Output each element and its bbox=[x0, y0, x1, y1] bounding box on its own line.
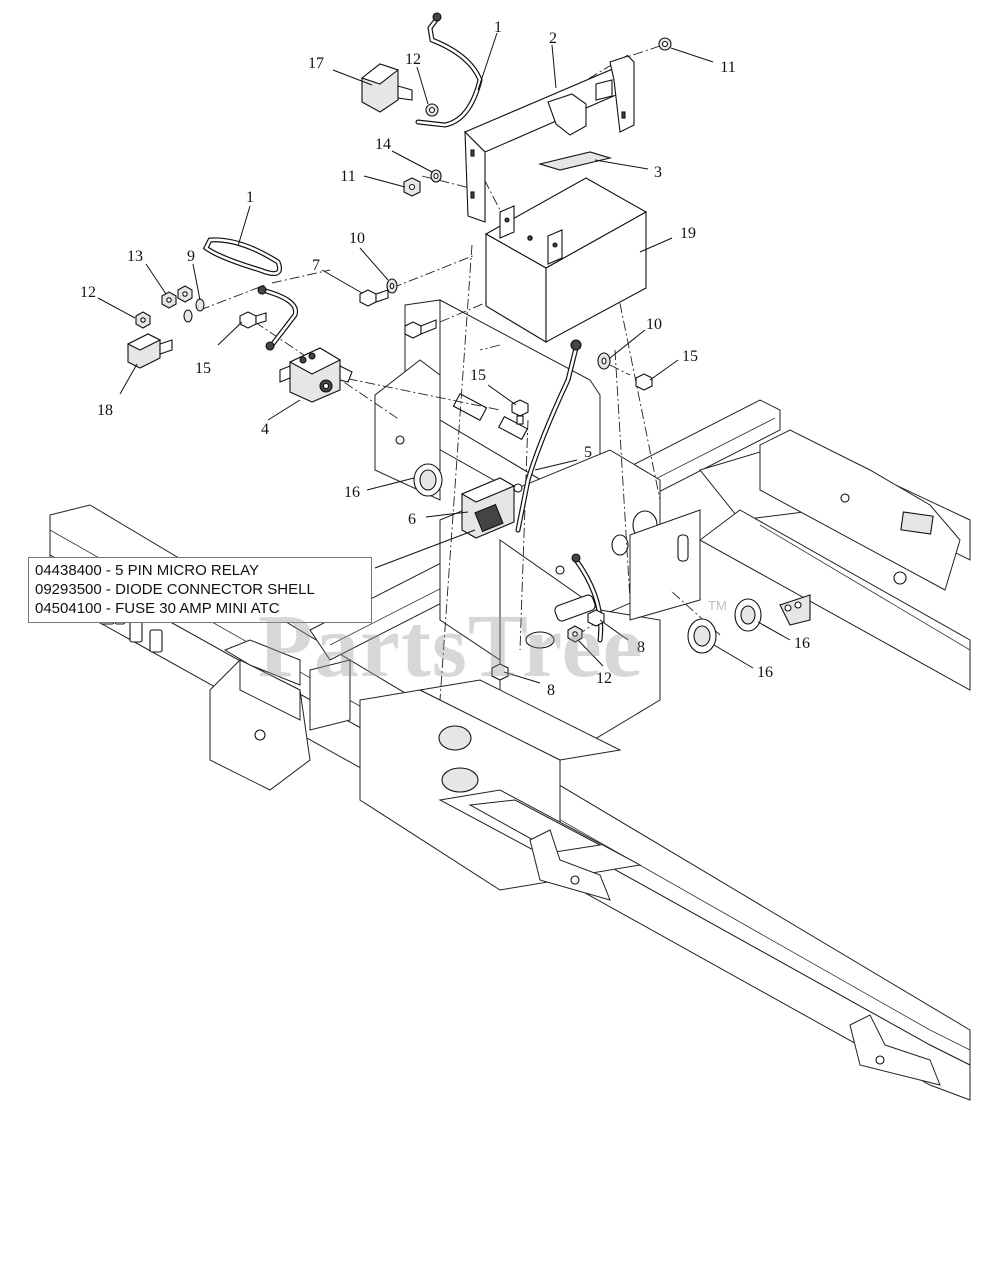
callout-16: 16 bbox=[344, 484, 360, 501]
part-14-lock-washer bbox=[430, 169, 442, 183]
tractor-frame bbox=[49, 299, 971, 1101]
callout-labels: 1 2 11 17 12 14 11 3 19 1 13 9 12 10 7 1… bbox=[80, 19, 810, 699]
part-cable-lower-ground bbox=[571, 553, 604, 643]
callout-10: 10 bbox=[646, 316, 662, 333]
part-11-nuts bbox=[403, 37, 672, 197]
note-fuse: 04504100 - FUSE 30 AMP MINI ATC bbox=[35, 600, 280, 617]
callout-15: 15 bbox=[682, 348, 698, 365]
part-7-bolts bbox=[359, 289, 437, 339]
part-16-grommets bbox=[413, 463, 762, 654]
callout-11: 11 bbox=[720, 59, 735, 76]
callout-13: 13 bbox=[127, 248, 143, 265]
callout-16: 16 bbox=[757, 664, 773, 681]
callout-8: 8 bbox=[637, 639, 645, 656]
callout-15: 15 bbox=[470, 367, 486, 384]
watermark-logo: PartsTree bbox=[258, 597, 644, 696]
callout-17: 17 bbox=[308, 55, 324, 72]
callout-9: 9 bbox=[187, 248, 195, 265]
callout-10: 10 bbox=[349, 230, 365, 247]
callout-8: 8 bbox=[547, 682, 555, 699]
callout-leaders bbox=[97, 32, 791, 684]
part-3-battery-pad bbox=[537, 151, 613, 171]
part-2-hold-down-bracket bbox=[464, 55, 635, 223]
parts-note-box: 04438400 - 5 PIN MICRO RELAY 09293500 - … bbox=[28, 557, 372, 623]
watermark-trademark: TM bbox=[708, 598, 727, 613]
part-6-relay-holder bbox=[460, 477, 523, 539]
callout-5: 5 bbox=[584, 444, 592, 461]
callout-3: 3 bbox=[654, 164, 662, 181]
callout-14: 14 bbox=[375, 136, 391, 153]
part-13-9-12-hardware bbox=[135, 285, 205, 329]
callout-16: 16 bbox=[794, 635, 810, 652]
callout-19: 19 bbox=[680, 225, 696, 242]
callout-4: 4 bbox=[261, 421, 269, 438]
part-10-washers bbox=[386, 278, 611, 370]
callout-7: 7 bbox=[312, 257, 320, 274]
callout-6: 6 bbox=[408, 511, 416, 528]
part-17-terminal-boot bbox=[360, 63, 413, 113]
part-19-battery bbox=[484, 177, 648, 343]
note-micro-relay: 04438400 - 5 PIN MICRO RELAY bbox=[35, 562, 259, 579]
callout-12: 12 bbox=[405, 51, 421, 68]
callout-12: 12 bbox=[596, 670, 612, 687]
part-8-bolts bbox=[491, 609, 605, 681]
note-diode-connector: 09293500 - DIODE CONNECTOR SHELL bbox=[35, 581, 315, 598]
part-12-nut-lower bbox=[525, 625, 583, 649]
callout-2: 2 bbox=[549, 30, 557, 47]
part-18-terminal-cover bbox=[126, 333, 173, 369]
callout-1: 1 bbox=[494, 19, 502, 36]
callout-11: 11 bbox=[340, 168, 355, 185]
callout-1: 1 bbox=[246, 189, 254, 206]
part-5-battery-cable-negative bbox=[515, 339, 582, 533]
callout-15: 15 bbox=[195, 360, 211, 377]
callout-18: 18 bbox=[97, 402, 113, 419]
part-1-battery-cable-upper bbox=[415, 12, 483, 128]
part-15-screws bbox=[239, 311, 653, 425]
part-12-nut-upper bbox=[425, 103, 439, 117]
callout-12: 12 bbox=[80, 284, 96, 301]
part-4-starter-solenoid bbox=[279, 347, 353, 403]
part-1-battery-cable-lower bbox=[202, 237, 299, 351]
